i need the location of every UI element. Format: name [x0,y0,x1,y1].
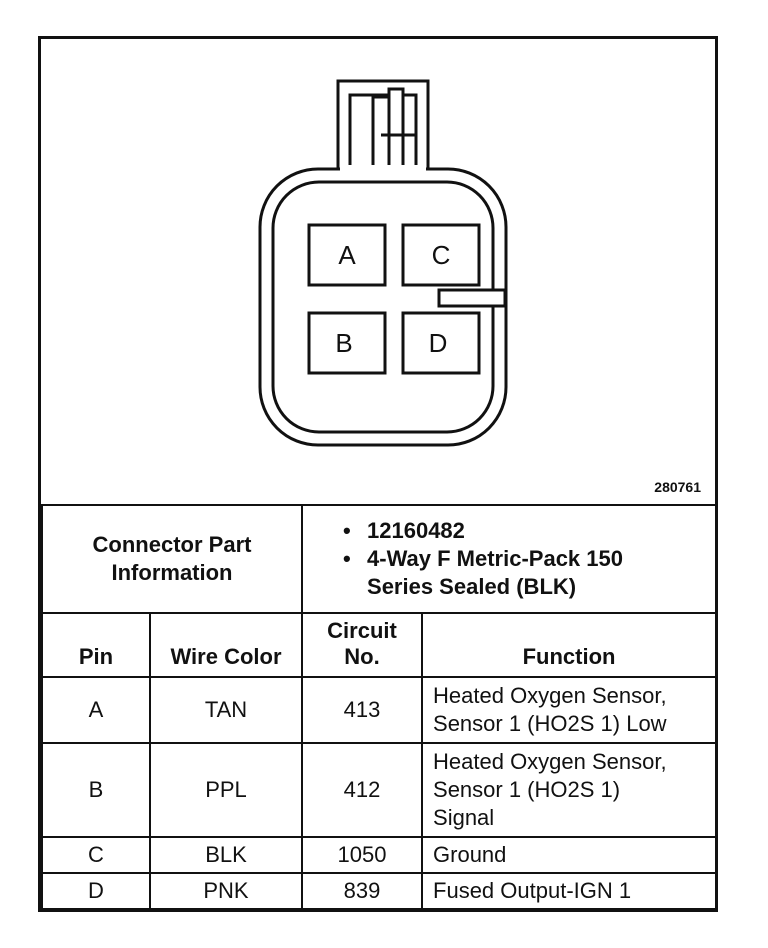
cell-circuit: 412 [301,742,424,838]
connector-info-label-line2: Information [111,560,233,585]
connector-diagram: A C B D 280761 [41,39,715,504]
header-pin: Pin [41,612,151,678]
cell-wire-color: TAN [148,676,304,744]
header-circuit-line1: Circuit [327,618,397,643]
cavity-a [307,223,387,287]
header-circuit-line2: No. [344,644,380,669]
function-line: Heated Oxygen Sensor, [433,749,667,774]
cell-function: Heated Oxygen Sensor, Sensor 1 (HO2S 1) … [421,742,718,838]
table-row: D PNK 839 Fused Output-IGN 1 [41,872,718,910]
function-line: Ground [433,842,507,867]
connector-drawing: A C B D [258,79,508,447]
header-circuit-no: Circuit No. [301,612,424,678]
connector-info-label-line1: Connector Part [92,532,252,557]
cell-circuit: 413 [301,676,424,744]
cell-pin: D [41,872,151,910]
bullet: • [343,518,351,543]
table-row: A TAN 413 Heated Oxygen Sensor, Sensor 1… [41,676,718,744]
cell-function: Ground [421,836,718,874]
table-row: B PPL 412 Heated Oxygen Sensor, Sensor 1… [41,742,718,838]
header-wire-color: Wire Color [148,612,304,678]
connector-info-details: • 12160482 • 4-Way F Metric-Pack 150 Serie… [301,504,718,614]
cell-pin: A [41,676,151,744]
cell-circuit: 839 [301,872,424,910]
cell-wire-color: BLK [148,836,304,874]
cell-pin: B [41,742,151,838]
pin-label-d: D [429,328,448,358]
table-header-row: Pin Wire Color Circuit No. Function [41,612,718,678]
bullet: • [343,546,351,571]
pin-label-b: B [335,328,352,358]
cavity-d [401,311,481,375]
cell-function: Fused Output-IGN 1 [421,872,718,910]
part-number: 12160482 [367,518,465,543]
connector-sheet: A C B D 280761 Connector Part Informatio… [38,36,718,912]
connector-latch [336,79,430,171]
table-row: C BLK 1050 Ground [41,836,718,874]
connector-info-label: Connector Part Information [40,504,304,614]
connector-key [437,288,507,308]
pin-label-c: C [432,240,451,270]
pinout-table: Connector Part Information • 12160482 • 4-… [40,504,718,910]
pin-cavities [307,223,481,375]
cell-function: Heated Oxygen Sensor, Sensor 1 (HO2S 1) … [421,676,718,744]
diagram-reference-code: 280761 [654,479,701,495]
connector-description-line2: Series Sealed (BLK) [367,574,577,599]
cavity-c [401,223,481,287]
function-line: Sensor 1 (HO2S 1) Low [433,711,667,736]
connector-description-line1: 4-Way F Metric-Pack 150 [367,546,623,571]
cell-wire-color: PNK [148,872,304,910]
function-line: Signal [433,805,495,830]
header-function: Function [421,612,718,678]
cell-pin: C [41,836,151,874]
cavity-b [307,311,387,375]
function-line: Sensor 1 (HO2S 1) [433,777,621,802]
cell-wire-color: PPL [148,742,304,838]
cell-circuit: 1050 [301,836,424,874]
function-line: Fused Output-IGN 1 [433,878,632,903]
function-line: Heated Oxygen Sensor, [433,683,667,708]
connector-info-row: Connector Part Information • 12160482 • 4-… [40,504,718,614]
pin-label-a: A [338,240,356,270]
